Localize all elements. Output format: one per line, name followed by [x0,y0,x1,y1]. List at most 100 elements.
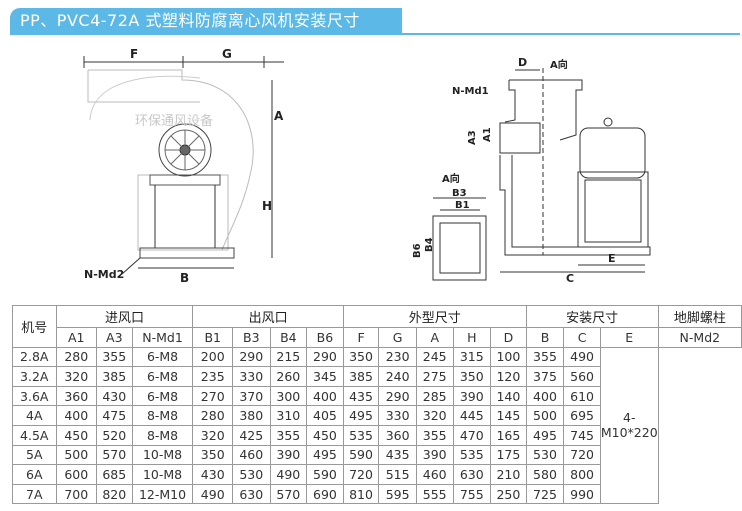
table-cell: 580 [525,464,565,485]
table-cell: 375 [525,366,565,387]
table-cell: 495 [525,424,565,446]
header-model: 机号 [12,305,57,348]
table-cell: 435 [378,444,417,466]
table-cell: 360 [378,424,417,446]
table-cell: 12-M10 [131,483,194,505]
table-cell: 720 [563,444,601,466]
table-cell: 290 [378,385,417,407]
column-header: N-Md2 [657,327,742,348]
table-cell: 280 [192,405,233,426]
group-outlet: 出风口 [192,305,344,328]
table-cell: 200 [192,346,233,368]
table-cell: 320 [415,405,454,426]
table-group-header: 机号 进风口 出风口 外型尺寸 安装尺寸 地脚螺柱 [12,305,742,348]
anchor-bolt-cell: 4-M10*220 [599,346,659,505]
table-cell: 370 [231,385,271,407]
table-cell: 520 [95,424,133,446]
table-cell: 250 [490,483,527,505]
table-cell: 270 [192,385,233,407]
group-installation: 安装尺寸 [525,305,659,328]
table-cell: 120 [490,366,527,387]
table-cell: 390 [269,444,308,466]
table-cell: 315 [452,346,492,368]
table-cell: 430 [95,385,133,407]
table-cell: 330 [378,405,417,426]
table-cell: 490 [192,483,233,505]
table-cell: 535 [342,424,380,446]
table-cell: 145 [490,405,527,426]
table-cell: 300 [269,385,308,407]
table-cell: 530 [525,444,565,466]
table-cell: 10-M8 [131,444,194,466]
outlet-view: A向 B3 B1 B6 B4 [412,172,487,281]
column-header: A1 [55,327,97,348]
label-n-md2: N-Md2 [84,268,124,281]
model-cell: 2.8A [12,346,57,368]
table-cell: 610 [563,385,601,407]
label-n-md1: N-Md1 [452,86,489,97]
table-cell: 330 [231,366,271,387]
table-cell: 320 [192,424,233,446]
table-cell: 390 [452,385,492,407]
table-cell: 290 [306,346,344,368]
table-cell: 6-M8 [131,366,194,387]
dim-B6: B6 [412,243,423,258]
dim-G: G [222,47,232,61]
table-cell: 280 [55,346,97,368]
model-cell: 3.2A [12,366,57,387]
table-cell: 570 [95,444,133,466]
column-header: B6 [306,327,344,348]
table-cell: 490 [269,464,308,485]
dim-B: B [180,271,189,285]
table-cell: 560 [563,366,601,387]
table-cell: 380 [231,405,271,426]
table-cell: 240 [378,366,417,387]
table-cell: 390 [415,444,454,466]
table-cell: 140 [490,385,527,407]
table-cell: 430 [192,464,233,485]
table-cell: 210 [490,464,527,485]
watermark: 环保通风设备 [135,113,213,129]
table-cell: 555 [415,483,454,505]
table-cell: 100 [490,346,527,368]
table-cell: 385 [342,366,380,387]
column-header: E [599,327,659,348]
table-cell: 6-M8 [131,385,194,407]
table-cell: 445 [452,405,492,426]
table-cell: 820 [95,483,133,505]
model-cell: 3.6A [12,385,57,407]
table-cell: 425 [231,424,271,446]
table-cell: 355 [95,346,133,368]
model-cell: 5A [12,444,57,466]
column-header: B3 [231,327,271,348]
group-anchor-bolt: 地脚螺柱 [657,305,742,328]
table-cell: 515 [378,464,417,485]
table-cell: 165 [490,424,527,446]
group-outline: 外型尺寸 [342,305,527,328]
table-cell: 685 [95,464,133,485]
table-cell: 630 [231,483,271,505]
table-cell: 400 [525,385,565,407]
table-cell: 405 [306,405,344,426]
model-cell: 6A [12,464,57,485]
table-cell: 800 [563,464,601,485]
fan-installation-diagram: F G B N-Md2 A H 环保通风设备 D A向 N-Md1 A3 A1 … [83,47,651,285]
table-cell: 460 [231,444,271,466]
column-header: A [415,327,454,348]
table-cell: 320 [55,366,97,387]
dim-H: H [262,199,272,213]
table-cell: 230 [378,346,417,368]
table-cell: 355 [269,424,308,446]
table-cell: 450 [55,424,97,446]
table-cell: 235 [192,366,233,387]
table-cell: 285 [415,385,454,407]
table-cell: 290 [231,346,271,368]
dim-A: A [274,109,284,123]
column-header: B4 [269,327,308,348]
